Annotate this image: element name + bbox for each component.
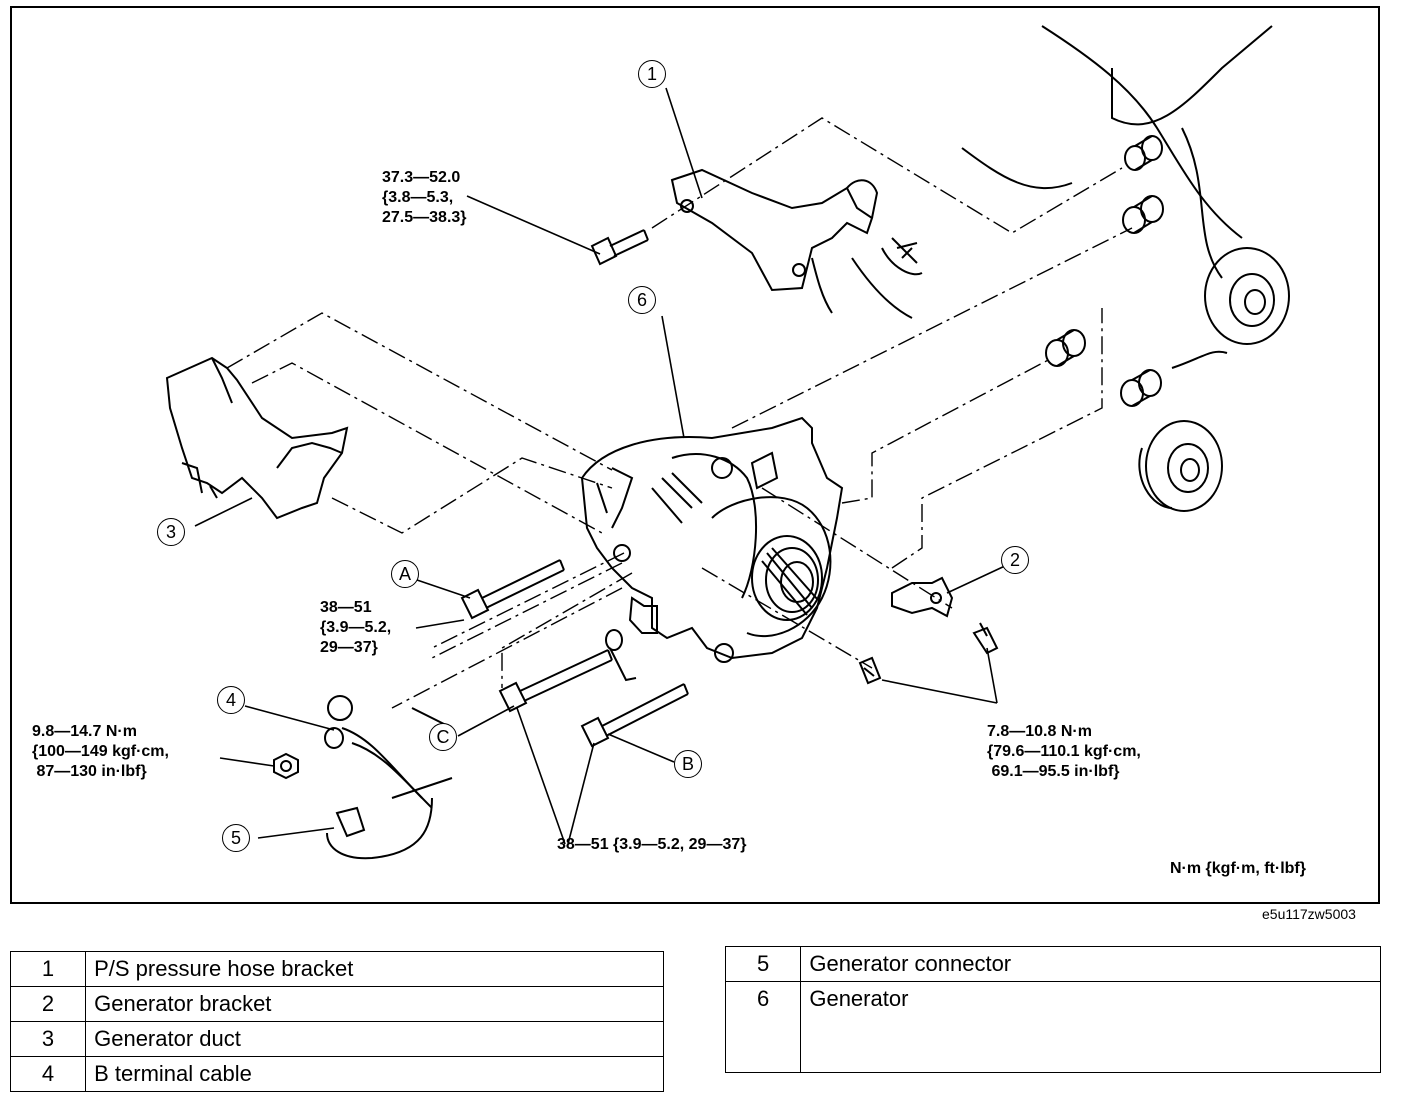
bracket-small-bolts <box>858 622 999 685</box>
callout-a: A <box>391 560 419 588</box>
terminal-nut-drawing <box>273 752 299 780</box>
legend-number: 2 <box>9 986 87 1022</box>
torque-bolt-a: 38—51 {3.9—5.2, 29—37} <box>320 599 392 656</box>
generator-drawing <box>580 416 844 663</box>
callout-b: B <box>674 750 702 778</box>
legend-number: 4 <box>9 1056 87 1092</box>
ps-hose-bracket <box>670 168 923 319</box>
washer <box>605 629 637 682</box>
generator-duct-drawing <box>165 356 349 520</box>
torque-bracket-small-bolts: 7.8—10.8 N·m {79.6—110.1 kgf·cm, 69.1—95… <box>987 723 1141 780</box>
legend-name: Generator bracket <box>85 986 664 1022</box>
legend-name: Generator connector <box>800 946 1381 982</box>
generator-bracket-drawing <box>891 576 954 618</box>
callout-4: 4 <box>217 686 245 714</box>
figure-code: e5u117zw5003 <box>1262 906 1356 922</box>
callout-5: 5 <box>222 824 250 852</box>
legend-name: Generator duct <box>85 1021 664 1057</box>
torque-bolt-bc: 38—51 {3.9—5.2, 29—37} <box>557 836 747 853</box>
torque-bracket-bolt: 37.3—52.0 {3.8—5.3, 27.5—38.3} <box>382 169 467 226</box>
callout-2: 2 <box>1001 546 1029 574</box>
leader-lines <box>194 87 1008 845</box>
callout-c: C <box>429 723 457 751</box>
long-bolts <box>460 559 689 748</box>
diagram-frame: 37.3—52.0 {3.8—5.3, 27.5—38.3} 38—51 {3.… <box>10 6 1380 904</box>
callout-6: 6 <box>628 286 656 314</box>
legend-number: 5 <box>724 946 802 982</box>
callout-1: 1 <box>638 60 666 88</box>
spacer-bushings <box>1045 135 1164 407</box>
legend-number: 3 <box>9 1021 87 1057</box>
callout-3: 3 <box>157 518 185 546</box>
legend-name: Generator <box>800 981 1381 1073</box>
lower-idler-pulley <box>1138 420 1223 512</box>
generator-exploded-view <box>165 25 1290 860</box>
upper-idler-pulley <box>1204 247 1290 345</box>
torque-units: N·m {kgf·m, ft·lbf} <box>1170 860 1306 877</box>
legend-name: B terminal cable <box>85 1056 664 1092</box>
legend-name: P/S pressure hose bracket <box>85 951 664 987</box>
torque-terminal-nut: 9.8—14.7 N·m {100—149 kgf·cm, 87—130 in·… <box>32 723 169 780</box>
b-terminal-cable-drawing <box>324 695 453 860</box>
bracket-bolt <box>590 229 649 266</box>
engine-block-outline <box>961 25 1273 369</box>
alignment-lines <box>226 117 1133 709</box>
legend-number: 1 <box>9 951 87 987</box>
legend-number: 6 <box>724 981 802 1073</box>
